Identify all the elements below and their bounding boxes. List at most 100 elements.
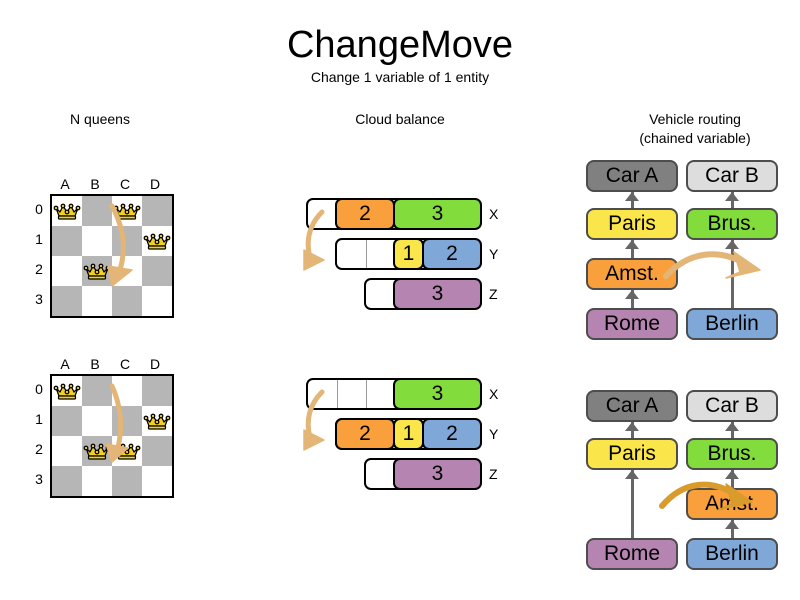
board-cell-D2[interactable]	[142, 436, 172, 466]
cloud-computer-label-x: X	[489, 386, 499, 402]
board-column-labels: A B C D	[50, 356, 170, 374]
board-row-labels: 0 1 2 3	[30, 374, 48, 494]
row-label-3: 3	[35, 291, 43, 307]
vrp-link-rome-paris	[631, 470, 634, 538]
cloud-bar-x[interactable]: 3	[306, 378, 482, 410]
col-label-d: D	[149, 356, 161, 372]
section-header-vehicle-routing: Vehicle routing (chained variable)	[600, 110, 790, 148]
vrp-node-car-b[interactable]: Car B	[686, 160, 778, 192]
vrp-node-car-a[interactable]: Car A	[586, 160, 678, 192]
cloud-process-1-y[interactable]: 1	[393, 238, 424, 270]
row-label-0: 0	[35, 201, 43, 217]
vrp-move-arrow-before	[663, 251, 761, 279]
chessboard-before[interactable]: A B C D 0 1 2 3	[5, 176, 175, 336]
vrp-link-berlin-amst	[731, 520, 734, 538]
vrp-arrowhead-icon	[625, 240, 639, 249]
queen-piece-A0[interactable]	[53, 381, 81, 401]
vrp-node-car-b[interactable]: Car B	[686, 390, 778, 422]
board-cell-D0[interactable]	[142, 196, 172, 226]
row-label-1: 1	[35, 411, 43, 427]
col-label-d: D	[149, 176, 161, 192]
col-label-a: A	[60, 356, 70, 372]
vrp-link-berlin-brus	[731, 240, 734, 308]
cloud-computer-label-x: X	[489, 206, 499, 222]
vrp-arrowhead-icon	[625, 192, 639, 201]
cloud-process-2-y[interactable]: 2	[422, 238, 482, 270]
vrp-header-line2: (chained variable)	[639, 130, 751, 146]
vrp-node-paris[interactable]: Paris	[586, 208, 678, 240]
vrp-node-berlin[interactable]: Berlin	[686, 538, 778, 570]
cloud-process-1-y[interactable]: 1	[393, 418, 424, 450]
queens-move-arrow-before	[107, 203, 133, 287]
vrp-arrowhead-icon	[625, 422, 639, 431]
cloud-bar-tick	[337, 380, 338, 408]
cloud-bar-z[interactable]: 3	[364, 278, 482, 310]
board-cell-D3[interactable]	[142, 286, 172, 316]
board-cell-D0[interactable]	[142, 376, 172, 406]
cloud-process-3-x[interactable]: 3	[393, 198, 482, 230]
vrp-node-brus[interactable]: Brus.	[686, 208, 778, 240]
vrp-arrowhead-icon	[625, 290, 639, 299]
vrp-node-car-a[interactable]: Car A	[586, 390, 678, 422]
cloud-process-3-z[interactable]: 3	[393, 278, 482, 310]
vrp-node-amst[interactable]: Amst.	[586, 258, 678, 290]
section-header-cloud-balance: Cloud balance	[355, 111, 445, 127]
board-column-labels: A B C D	[50, 176, 170, 194]
board-grid-before[interactable]	[50, 194, 174, 318]
board-cell-A1[interactable]	[52, 406, 82, 436]
cloud-computer-label-z: Z	[489, 466, 498, 482]
row-label-2: 2	[35, 261, 43, 277]
board-cell-C1[interactable]	[112, 226, 142, 256]
board-cell-A3[interactable]	[52, 466, 82, 496]
cloud-bar-z[interactable]: 3	[364, 458, 482, 490]
vrp-link-amst-paris	[631, 240, 634, 258]
cloud-computer-label-y: Y	[489, 426, 499, 442]
board-cell-D2[interactable]	[142, 256, 172, 286]
board-cell-A2[interactable]	[52, 436, 82, 466]
cloud-computer-label-y: Y	[489, 246, 499, 262]
board-cell-B3[interactable]	[82, 286, 112, 316]
vrp-arrowhead-icon	[725, 192, 739, 201]
board-cell-B1[interactable]	[82, 406, 112, 436]
vrp-link-amst-brus	[731, 470, 734, 488]
vrp-node-brus[interactable]: Brus.	[686, 438, 778, 470]
vrp-node-paris[interactable]: Paris	[586, 438, 678, 470]
board-cell-A3[interactable]	[52, 286, 82, 316]
board-cell-C3[interactable]	[112, 286, 142, 316]
cloud-process-2-x[interactable]: 2	[335, 198, 395, 230]
board-cell-D3[interactable]	[142, 466, 172, 496]
vrp-arrowhead-icon	[725, 520, 739, 529]
board-cell-B0[interactable]	[82, 376, 112, 406]
vrp-node-rome[interactable]: Rome	[586, 538, 678, 570]
page-subtitle: Change 1 variable of 1 entity	[310, 69, 490, 85]
vrp-arrowhead-icon	[725, 422, 739, 431]
board-cell-C3[interactable]	[112, 466, 142, 496]
row-label-3: 3	[35, 471, 43, 487]
queen-piece-A0[interactable]	[53, 201, 81, 221]
board-cell-B1[interactable]	[82, 226, 112, 256]
col-label-c: C	[119, 356, 131, 372]
chessboard-after[interactable]: A B C D 0 1 2 3	[5, 356, 175, 516]
cloud-process-2-y[interactable]: 2	[422, 418, 482, 450]
board-cell-B0[interactable]	[82, 196, 112, 226]
queen-piece-D1[interactable]	[143, 231, 171, 251]
vrp-node-berlin[interactable]: Berlin	[686, 308, 778, 340]
cloud-process-3-z[interactable]: 3	[393, 458, 482, 490]
queen-piece-B2[interactable]	[83, 261, 111, 281]
queens-move-arrow-after	[105, 383, 129, 463]
cloud-move-arrow-after	[303, 389, 325, 451]
vrp-header-line1: Vehicle routing	[649, 111, 741, 127]
vrp-node-rome[interactable]: Rome	[586, 308, 678, 340]
board-cell-B3[interactable]	[82, 466, 112, 496]
board-cell-A1[interactable]	[52, 226, 82, 256]
board-row-labels: 0 1 2 3	[30, 194, 48, 314]
board-cell-A2[interactable]	[52, 256, 82, 286]
cloud-process-3-x[interactable]: 3	[393, 378, 482, 410]
col-label-b: B	[90, 356, 100, 372]
queen-piece-D1[interactable]	[143, 411, 171, 431]
board-grid-after[interactable]	[50, 374, 174, 498]
cloud-process-2-y[interactable]: 2	[335, 418, 395, 450]
